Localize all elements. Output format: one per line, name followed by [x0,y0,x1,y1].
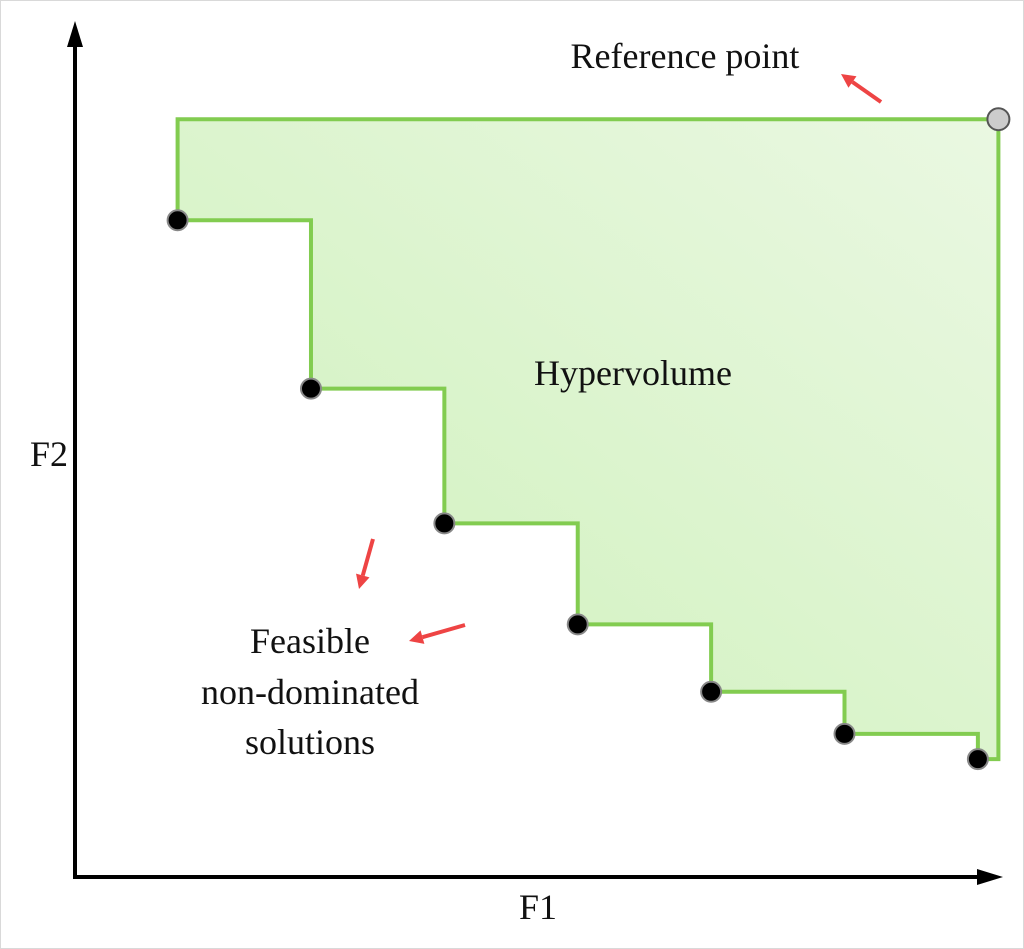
f1-axis-label: F1 [519,887,557,927]
solutions-arrow-down-shaft [360,538,375,577]
reference-point-label: Reference point [571,36,800,76]
solutions-arrow-down-head [356,573,370,589]
solutions-label-line1: Feasible [250,621,370,661]
f2-axis-label: F2 [30,434,68,474]
f1-axis-arrowhead [977,869,1003,885]
solution-point-3 [433,512,456,535]
reference-arrow-shaft [851,80,883,104]
solution-point-1 [166,209,189,232]
solution-point-2 [299,377,322,400]
solutions-arrow-left-shaft [421,623,466,640]
solution-point-6 [833,722,856,745]
solution-points [166,107,1011,771]
solutions-arrow-left-head [409,630,425,644]
reference-arrow-head [841,74,857,88]
solution-point-7 [966,748,989,771]
annotation-arrows [356,74,883,644]
solutions-label-line2: non-dominated [201,672,419,712]
hypervolume-label: Hypervolume [534,353,732,393]
solutions-label-line3: solutions [245,722,375,762]
solution-point-4 [566,613,589,636]
hypervolume-region [175,117,1001,762]
f2-axis-arrowhead [67,21,83,47]
reference-point [986,107,1011,132]
solution-point-5 [700,680,723,703]
